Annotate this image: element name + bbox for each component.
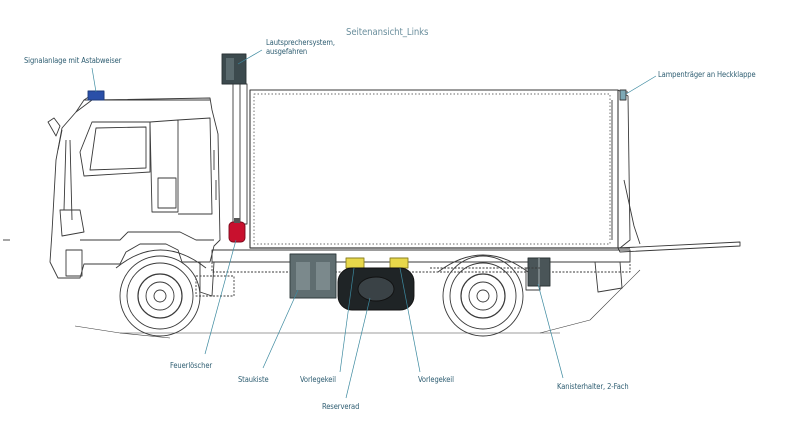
rear-wheel xyxy=(437,254,529,337)
cab-window xyxy=(79,121,151,177)
chassis xyxy=(199,249,631,297)
canister-holder xyxy=(527,257,551,287)
label-chock-left: Vorlegekeil xyxy=(300,375,336,384)
label-chock-right: Vorlegekeil xyxy=(418,375,454,384)
leader-storage xyxy=(262,289,299,369)
label-canister-holder: Kanisterhalter, 2-Fach xyxy=(557,382,629,391)
signal-beacon xyxy=(87,90,105,101)
leader-lamp xyxy=(625,75,657,95)
clearance-lines xyxy=(74,269,641,339)
side-mirror xyxy=(47,117,61,137)
chock-right xyxy=(389,257,409,269)
speaker-mast xyxy=(221,53,248,225)
leader-speaker xyxy=(237,49,263,65)
label-fire-extinguisher: Feuerlöscher xyxy=(170,361,213,370)
cab xyxy=(47,91,221,279)
spare-wheel xyxy=(337,267,415,311)
label-storage-box: Staukiste xyxy=(238,375,269,384)
tailgate xyxy=(617,89,741,253)
mirror-arm xyxy=(57,129,73,221)
diagram-title: Seitenansicht_Links xyxy=(346,27,429,38)
label-speaker-line1: Lautsprechersystem, xyxy=(266,38,335,47)
fire-extinguisher xyxy=(228,218,246,243)
leader-spare xyxy=(345,297,371,399)
label-speaker-line2: ausgefahren xyxy=(266,47,308,56)
front-step xyxy=(65,249,83,277)
lamp-holder xyxy=(619,89,627,101)
leader-chock-left xyxy=(339,267,355,373)
leader-chock-right xyxy=(399,267,421,373)
label-spare-wheel: Reserverad xyxy=(322,402,360,411)
front-suspension xyxy=(195,275,235,297)
chock-left xyxy=(345,257,365,269)
storage-box xyxy=(289,253,337,299)
cab-door xyxy=(149,119,179,213)
leader-lines xyxy=(91,49,657,399)
label-lamp-holder: Lampenträger an Heckklappe xyxy=(658,70,756,79)
label-signal-system: Signalanlage mit Astabweiser xyxy=(24,56,122,65)
box-body xyxy=(249,89,631,249)
front-wheel xyxy=(115,249,207,337)
leader-extinguisher xyxy=(204,239,237,355)
leader-canister xyxy=(537,283,564,379)
leader-signal xyxy=(91,67,97,93)
